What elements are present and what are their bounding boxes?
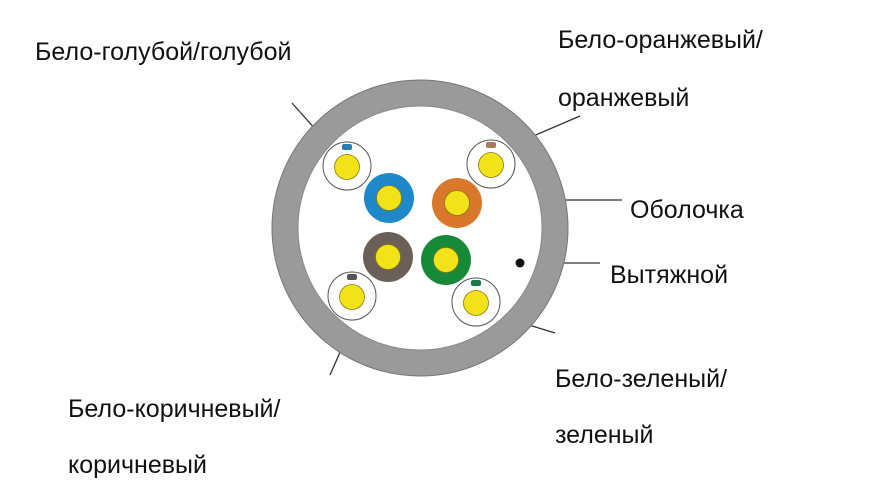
jacket-inner xyxy=(297,105,543,351)
label-white-green-line1: Бело-зеленый/ xyxy=(555,365,728,393)
label-white-brown-line2: коричневый xyxy=(68,451,207,479)
label-white-green-line2: зеленый xyxy=(555,421,654,449)
wire-core xyxy=(339,284,365,310)
wire-core xyxy=(334,154,360,180)
wire-core xyxy=(433,247,459,273)
wire-stripe xyxy=(347,274,357,280)
label-jacket: Оболочка xyxy=(630,196,744,224)
wire-core xyxy=(375,244,401,270)
jacket-outline xyxy=(271,79,569,377)
label-white-brown-line1: Бело-коричневый/ xyxy=(68,395,281,423)
wire-core xyxy=(463,290,489,316)
wire-stripe xyxy=(342,144,352,150)
wire-stripe xyxy=(471,280,481,286)
label-white-blue: Бело-голубой/голубой xyxy=(35,38,292,66)
label-white-orange-line1: Бело-оранжевый/ xyxy=(558,26,763,54)
ripcord xyxy=(515,258,525,268)
wire-core xyxy=(478,152,504,178)
label-ripcord: Вытяжной xyxy=(610,261,729,289)
label-white-orange-line2: оранжевый xyxy=(558,84,690,112)
wire-stripe xyxy=(486,142,496,148)
wire-core xyxy=(376,185,402,211)
jacket xyxy=(272,80,568,376)
wire-core xyxy=(444,190,470,216)
